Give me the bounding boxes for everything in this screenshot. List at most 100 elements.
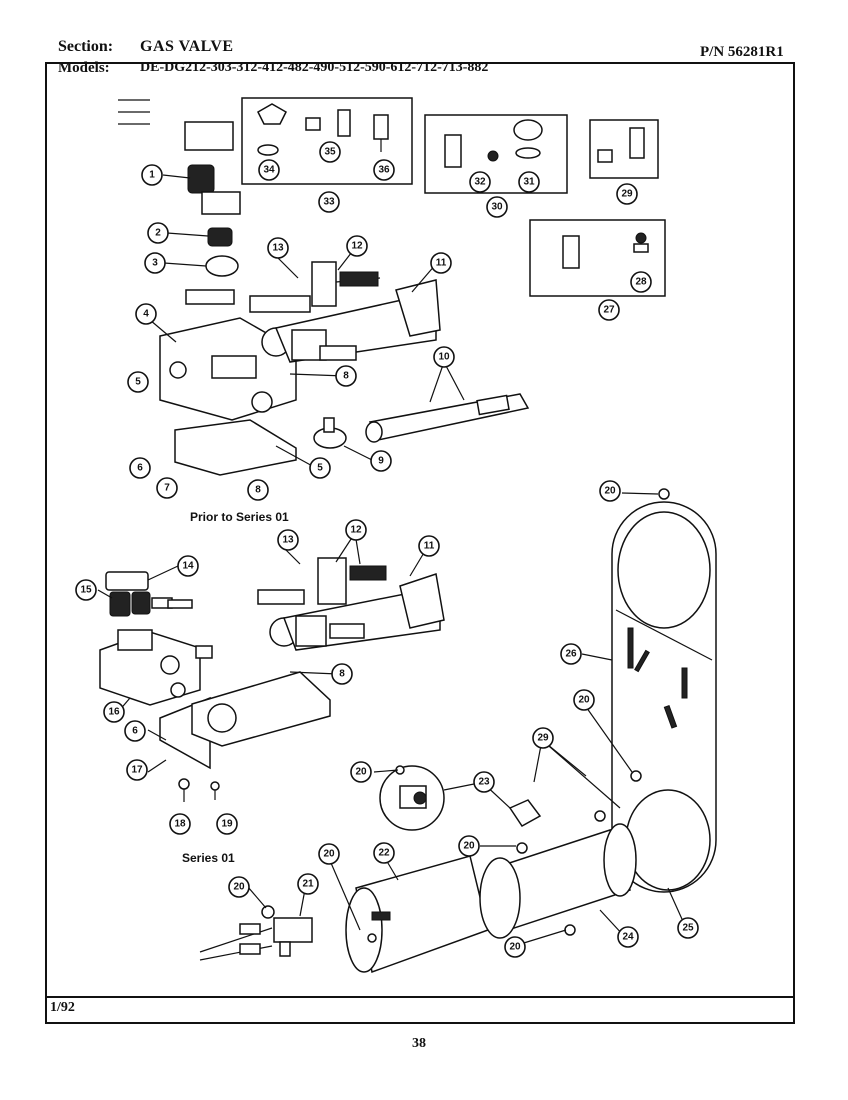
kit-box-33 (241, 97, 413, 185)
burner-housing-26 (611, 501, 717, 893)
callout-circle (297, 873, 319, 895)
callout-20: 20 (228, 876, 250, 898)
callout-number: 1 (149, 170, 155, 181)
callout-number: 20 (233, 882, 245, 893)
callout-number: 11 (424, 541, 435, 552)
burner-assembly-series01 (178, 557, 445, 802)
callout-circle (573, 689, 595, 711)
callout-number: 36 (378, 165, 390, 176)
callout-12: 12 (345, 519, 367, 541)
callout-circle (486, 196, 508, 218)
callout-circle (228, 876, 250, 898)
kit-box-30 (424, 114, 568, 194)
callout-number: 24 (622, 932, 634, 943)
callout-number: 19 (221, 819, 233, 830)
callout-8: 8 (331, 663, 353, 685)
switch-21 (199, 905, 313, 961)
callout-number: 17 (131, 765, 143, 776)
callout-number: 11 (436, 258, 447, 269)
fitting-9 (313, 417, 347, 449)
callout-number: 23 (478, 777, 490, 788)
callout-number: 25 (682, 923, 694, 934)
callout-6: 6 (124, 720, 146, 742)
callout-8: 8 (335, 365, 357, 387)
kit-27-parts (562, 232, 649, 269)
kit-30-parts (444, 119, 543, 168)
callout-6: 6 (129, 457, 151, 479)
callout-circle (504, 936, 526, 958)
callout-9: 9 (370, 450, 392, 472)
callout-number: 20 (509, 942, 521, 953)
callout-20: 20 (458, 835, 480, 857)
callout-number: 8 (343, 371, 349, 382)
callout-circle (458, 835, 480, 857)
callout-32: 32 (469, 171, 491, 193)
callout-number: 3 (152, 258, 158, 269)
callout-circle (141, 164, 163, 186)
callout-number: 6 (137, 463, 143, 474)
callout-12: 12 (346, 235, 368, 257)
callout-circle (135, 303, 157, 325)
callout-17: 17 (126, 759, 148, 781)
callout-7: 7 (156, 477, 178, 499)
callout-circle (75, 579, 97, 601)
callout-number: 20 (463, 841, 475, 852)
callout-circle (156, 477, 178, 499)
callout-15: 15 (75, 579, 97, 601)
section-label: Section: (58, 38, 114, 55)
thermostat-detail-23 (379, 765, 542, 831)
callout-circle (518, 171, 540, 193)
callout-number: 7 (164, 483, 170, 494)
combustion-chamber-24 (479, 823, 637, 939)
callout-circle (350, 761, 372, 783)
callout-number: 8 (255, 485, 261, 496)
callout-circle (418, 535, 440, 557)
callout-20: 20 (504, 936, 526, 958)
callout-14: 14 (177, 555, 199, 577)
callout-number: 15 (80, 585, 92, 596)
callout-28: 28 (630, 271, 652, 293)
callout-circle (373, 159, 395, 181)
callout-4: 4 (135, 303, 157, 325)
callout-number: 9 (378, 456, 384, 467)
callout-20: 20 (318, 843, 340, 865)
callout-number: 27 (603, 305, 615, 316)
burner-assembly-prior (249, 261, 441, 363)
callout-circle (473, 771, 495, 793)
callout-25: 25 (677, 917, 699, 939)
callout-2: 2 (147, 222, 169, 244)
callout-circle (124, 720, 146, 742)
callout-circle (318, 191, 340, 213)
callout-circle (331, 663, 353, 685)
callout-34: 34 (258, 159, 280, 181)
callout-8: 8 (247, 479, 269, 501)
callout-circle (373, 842, 395, 864)
callout-number: 26 (565, 649, 577, 660)
callout-number: 30 (491, 202, 503, 213)
callout-circle (319, 141, 341, 163)
callout-circle (258, 159, 280, 181)
callout-11: 11 (418, 535, 440, 557)
callout-number: 20 (578, 695, 590, 706)
callout-33: 33 (318, 191, 340, 213)
callout-number: 2 (155, 228, 161, 239)
combustion-chamber-22 (345, 855, 489, 974)
models-label: Models: (58, 60, 110, 76)
callout-circle (630, 271, 652, 293)
kit-box-27 (529, 219, 666, 297)
callout-number: 4 (143, 309, 149, 320)
callout-number: 16 (108, 707, 120, 718)
callout-number: 8 (339, 669, 345, 680)
callout-circle (277, 529, 299, 551)
callout-number: 35 (324, 147, 336, 158)
callout-circle (370, 450, 392, 472)
callout-circle (267, 237, 289, 259)
callout-20: 20 (573, 689, 595, 711)
callout-circle (129, 457, 151, 479)
callout-22: 22 (373, 842, 395, 864)
screws-20 (367, 488, 670, 943)
callout-24: 24 (617, 926, 639, 948)
callout-16: 16 (103, 701, 125, 723)
